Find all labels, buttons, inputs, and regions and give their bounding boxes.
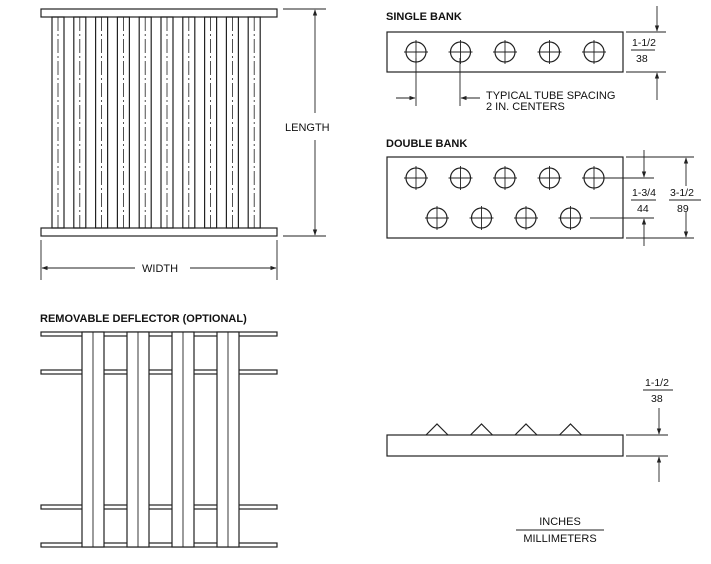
deflector-rail bbox=[40, 542, 278, 548]
double-bank-tube-group bbox=[404, 166, 606, 230]
length-label: LENGTH bbox=[285, 122, 330, 134]
double-offset-inches: 1-3/4 bbox=[632, 187, 656, 199]
double-height-millimeters: 89 bbox=[677, 203, 689, 215]
units-millimeters: MILLIMETERS bbox=[523, 533, 596, 545]
units-inches: INCHES bbox=[539, 516, 581, 528]
deflector-rail bbox=[40, 331, 278, 337]
profile-height-millimeters: 38 bbox=[651, 393, 663, 405]
double-bank-view: DOUBLE BANK 1-3/4 44 3-1/2 89 bbox=[386, 138, 701, 246]
deflector-profile-bump-group bbox=[425, 423, 582, 436]
double-bank-title: DOUBLE BANK bbox=[386, 138, 467, 150]
deflector-profile-bump bbox=[425, 423, 449, 436]
deflector-view: REMOVABLE DEFLECTOR (OPTIONAL) bbox=[40, 313, 278, 548]
single-height-millimeters: 38 bbox=[636, 53, 648, 65]
width-label: WIDTH bbox=[142, 263, 178, 275]
deflector-profile-bump bbox=[559, 423, 582, 436]
front-tube-group bbox=[51, 16, 261, 229]
single-bank-header-plate bbox=[386, 31, 624, 73]
front-top-header-bar bbox=[40, 8, 278, 18]
double-offset-millimeters: 44 bbox=[637, 203, 649, 215]
units-legend: INCHES MILLIMETERS bbox=[516, 516, 604, 545]
front-view: LENGTH WIDTH bbox=[40, 8, 330, 280]
deflector-profile-bump bbox=[514, 423, 538, 436]
single-bank-view: SINGLE BANK 1-1/2 38 TYPICAL TUBE SPACIN… bbox=[386, 6, 666, 113]
spacing-label-line2: 2 IN. CENTERS bbox=[486, 101, 565, 113]
deflector-title: REMOVABLE DEFLECTOR (OPTIONAL) bbox=[40, 313, 247, 325]
profile-height-inches: 1-1/2 bbox=[645, 377, 669, 389]
single-bank-title: SINGLE BANK bbox=[386, 11, 462, 23]
double-bank-header-plate bbox=[386, 156, 624, 239]
deflector-profile-bump bbox=[470, 423, 493, 436]
deflector-rail bbox=[40, 504, 278, 510]
deflector-rail bbox=[40, 369, 278, 375]
deflector-profile-view: 1-1/2 38 bbox=[386, 377, 673, 482]
front-bottom-header-bar bbox=[40, 227, 278, 237]
deflector-rail-group bbox=[40, 331, 278, 548]
deflector-profile-plate bbox=[386, 434, 624, 457]
spacing-label-line1: TYPICAL TUBE SPACING bbox=[486, 90, 615, 102]
single-bank-tube-group bbox=[404, 40, 606, 64]
double-height-inches: 3-1/2 bbox=[670, 187, 694, 199]
single-height-inches: 1-1/2 bbox=[632, 37, 656, 49]
deflector-strip-group bbox=[81, 331, 240, 548]
